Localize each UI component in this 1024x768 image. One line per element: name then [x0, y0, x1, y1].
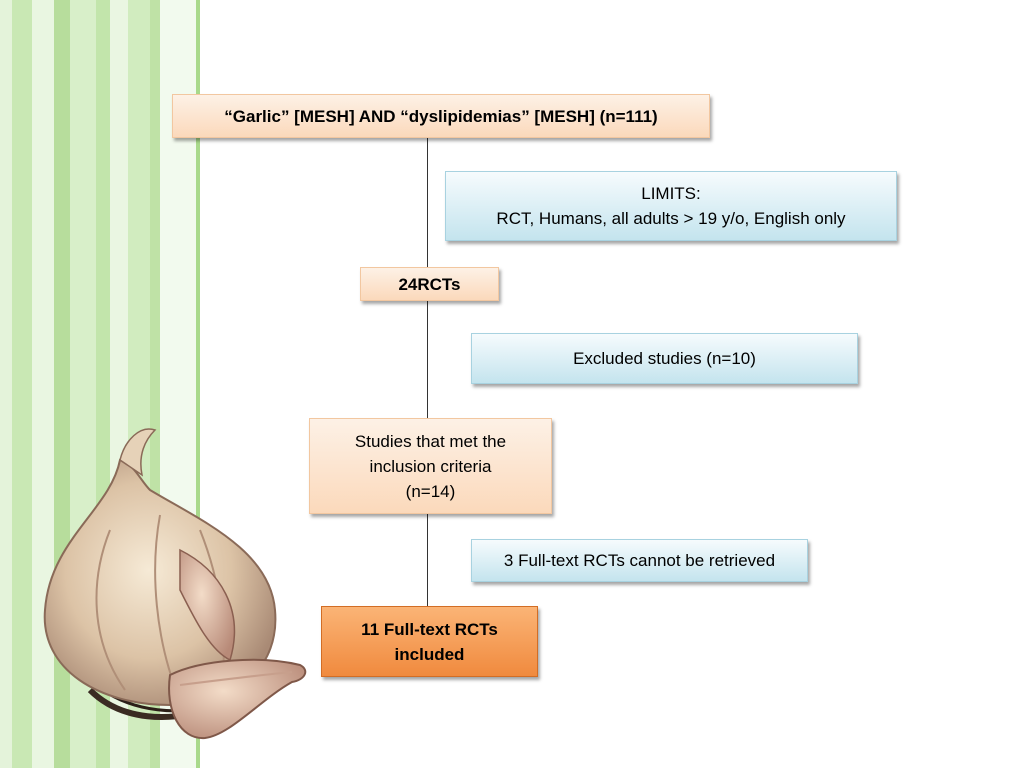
included-rcts-box: 11 Full-text RCTs included [321, 606, 538, 677]
not-retrieved-text: 3 Full-text RCTs cannot be retrieved [503, 551, 776, 570]
limits-box: LIMITS: RCT, Humans, all adults > 19 y/o… [445, 171, 897, 241]
inclusion-criteria-text: Studies that met the inclusion criteria … [354, 431, 507, 501]
search-query-text: “Garlic” [MESH] AND “dyslipidemias” [MES… [224, 106, 658, 126]
limits-text: LIMITS: RCT, Humans, all adults > 19 y/o… [496, 184, 846, 228]
garlic-illustration [43, 428, 307, 740]
rcts-count-text: 24RCTs [398, 274, 461, 294]
flow-connector-line [427, 138, 428, 606]
search-query-box: “Garlic” [MESH] AND “dyslipidemias” [MES… [172, 94, 710, 138]
not-retrieved-box: 3 Full-text RCTs cannot be retrieved [471, 539, 808, 582]
excluded-studies-text: Excluded studies (n=10) [573, 349, 756, 368]
included-rcts-text: 11 Full-text RCTs included [361, 619, 498, 664]
excluded-studies-box: Excluded studies (n=10) [471, 333, 858, 384]
inclusion-criteria-box: Studies that met the inclusion criteria … [309, 418, 552, 514]
rcts-count-box: 24RCTs [360, 267, 499, 301]
